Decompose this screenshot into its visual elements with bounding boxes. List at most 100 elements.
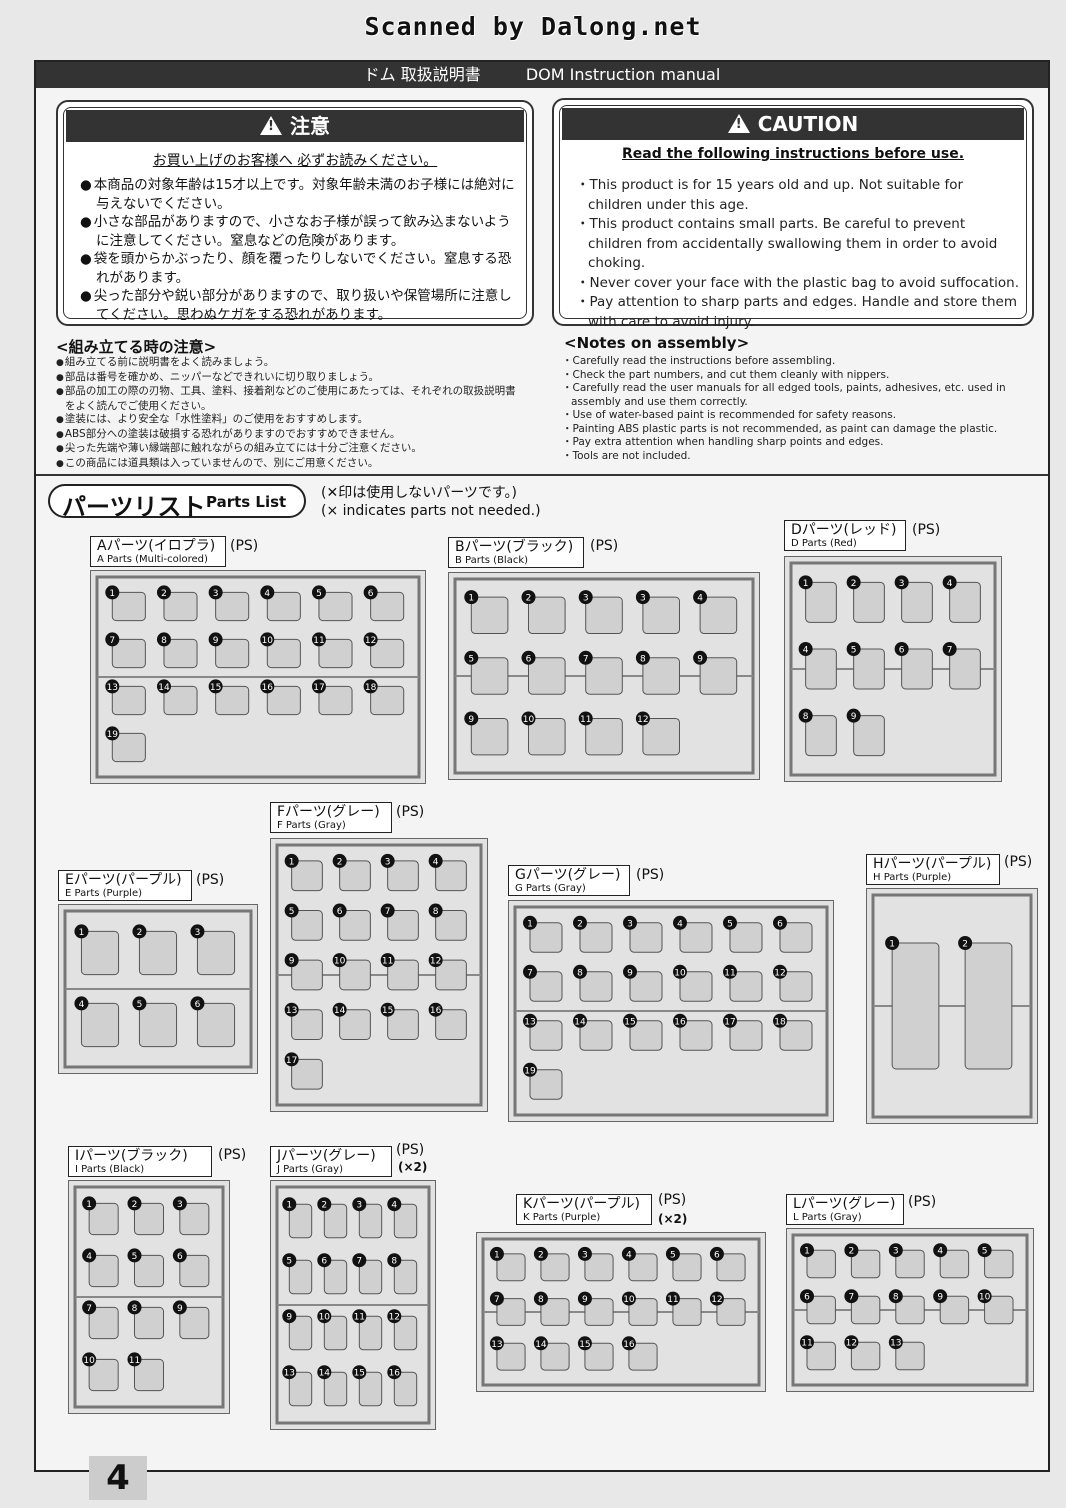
part-number-marker: [673, 915, 687, 930]
part-shape: [88, 1306, 119, 1340]
part-number: 15: [210, 683, 221, 693]
note-item-en: Tools are not included.: [562, 450, 1007, 464]
part-number-marker: [977, 1243, 992, 1258]
part-number: 5: [982, 1247, 988, 1257]
part-shape: [850, 1295, 881, 1325]
material-label: (PS): [396, 804, 425, 820]
part-number-marker: [132, 996, 147, 1011]
part-number-marker: [799, 1243, 814, 1258]
part-number-marker: [489, 1291, 504, 1306]
part-shape: [496, 1253, 526, 1282]
part-number: 6: [195, 1000, 201, 1010]
parts-list-note: (✕印は使用しないパーツです。) (× indicates parts not …: [321, 484, 541, 520]
part-number: 1: [79, 928, 85, 938]
part-number-marker: [942, 575, 957, 590]
part-number-marker: [380, 953, 395, 968]
note-item-jp: 塗装には、より安全な「水性塗料」のご使用をおすすめします。: [56, 413, 516, 428]
part-number: 4: [677, 919, 683, 929]
part-number-marker: [578, 590, 593, 605]
part-number-marker: [635, 650, 650, 665]
part-shape: [853, 715, 885, 757]
part-number: 2: [962, 940, 968, 950]
part-shape: [88, 1254, 119, 1288]
material-label: (PS): [590, 538, 619, 554]
part-shape: [779, 1020, 813, 1051]
part-shape: [266, 685, 301, 716]
part-number: 12: [430, 957, 441, 967]
part-number-marker: [709, 1246, 724, 1261]
part-shape: [179, 1202, 210, 1236]
part-number: 7: [849, 1293, 855, 1303]
part-shape: [291, 1058, 323, 1090]
part-number-marker: [723, 964, 737, 979]
parts-list-note-jp: (✕印は使用しないパーツです。): [321, 485, 517, 501]
part-number: 7: [385, 907, 391, 917]
part-number-marker: [635, 590, 650, 605]
part-number: 1: [86, 1200, 92, 1210]
part-number-marker: [799, 1335, 814, 1350]
note-item-jp: この商品には道具類は入っていませんので、別にご用意ください。: [56, 457, 516, 472]
part-number-marker: [387, 1197, 402, 1212]
part-number-marker: [172, 1248, 187, 1263]
part-shape: [949, 581, 981, 623]
part-number-marker: [888, 1289, 903, 1304]
caution-item-en: Never cover your face with the plastic b…: [576, 274, 1020, 294]
part-number-marker: [621, 1291, 636, 1306]
part-number: 19: [524, 1066, 536, 1076]
part-number-marker: [489, 1246, 504, 1261]
part-number-marker: [578, 650, 593, 665]
part-shape: [529, 1069, 563, 1100]
parts-list-note-en: (× indicates parts not needed.): [321, 503, 541, 519]
part-number-marker: [578, 711, 593, 726]
part-number: 1: [468, 594, 474, 604]
part-number-marker: [428, 1002, 443, 1017]
part-number-marker: [798, 575, 813, 590]
part-number-marker: [933, 1289, 948, 1304]
note-item-en: Pay extra attention when handling sharp …: [562, 436, 1007, 450]
part-shape: [80, 1002, 120, 1048]
part-shape: [435, 959, 467, 991]
part-shape: [470, 596, 509, 635]
part-shape: [470, 717, 509, 756]
part-number: 5: [289, 907, 295, 917]
runner-label-h: Hパーツ(パープル)H Parts (Purple): [866, 854, 1000, 885]
part-number: 4: [803, 646, 809, 656]
part-number: 8: [161, 636, 167, 646]
part-number: 12: [774, 968, 785, 978]
part-shape: [716, 1298, 746, 1326]
part-number: 5: [137, 1000, 143, 1010]
part-number: 16: [389, 1369, 401, 1379]
part-number: 9: [582, 1295, 588, 1305]
part-number: 19: [107, 730, 119, 740]
part-number-marker: [363, 632, 378, 647]
part-shape: [288, 1259, 313, 1295]
part-number: 9: [468, 715, 474, 725]
part-number: 4: [86, 1252, 92, 1262]
part-shape: [163, 591, 198, 622]
part-shape: [179, 1254, 210, 1288]
part-number-marker: [74, 996, 89, 1011]
part-shape: [393, 1259, 418, 1295]
part-number: 15: [382, 1006, 393, 1016]
part-number-marker: [673, 964, 687, 979]
page-number: 4: [89, 1456, 147, 1500]
caution-item-jp: 本商品の対象年齢は15才以上です。対象年齢未満のお子様には絶対に与えないでくださ…: [80, 176, 518, 213]
caution-header-en: CAUTION: [562, 108, 1024, 140]
runner-label-b: Bパーツ(ブラック)B Parts (Black): [448, 537, 584, 568]
part-number-marker: [127, 1196, 142, 1211]
part-number: 11: [801, 1339, 812, 1349]
part-number: 1: [889, 940, 895, 950]
part-number-marker: [172, 1300, 187, 1315]
part-shape: [895, 1295, 925, 1325]
part-shape: [496, 1342, 526, 1371]
part-number-marker: [799, 1289, 814, 1304]
part-number: 2: [132, 1200, 138, 1210]
runner-label-e: Eパーツ(パープル)E Parts (Purple): [58, 870, 192, 901]
part-shape: [527, 717, 566, 756]
